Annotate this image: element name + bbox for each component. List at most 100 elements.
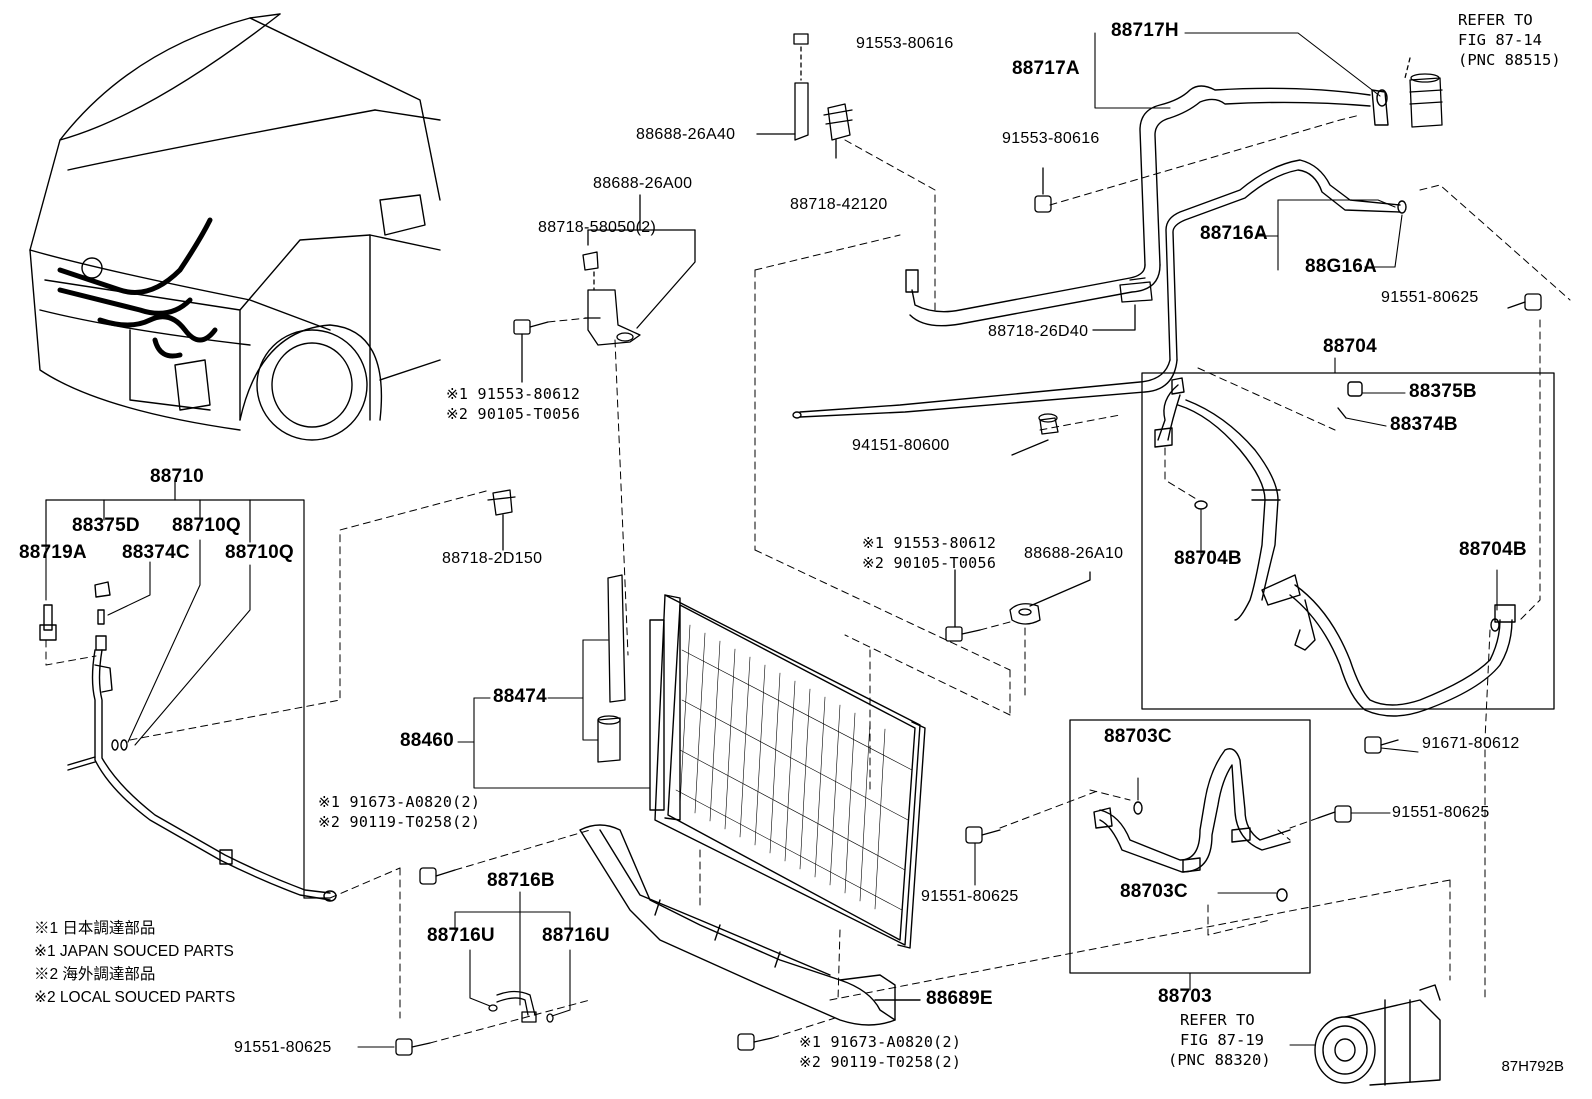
bracket-88688-26A10 — [945, 569, 1091, 642]
part-label-90119-T0258-a[interactable]: ※2 90119-T0258(2) — [318, 813, 481, 831]
refer-line[interactable]: FIG 87-19 — [1180, 1031, 1264, 1049]
part-label-88718-26D40[interactable]: 88718-26D40 — [988, 323, 1089, 340]
part-label-90119-T0258-b[interactable]: ※2 90119-T0258(2) — [799, 1053, 962, 1071]
sensor-88718-2D150 — [487, 489, 516, 551]
part-label-88460[interactable]: 88460 — [400, 730, 454, 751]
condenser-88460 — [649, 594, 926, 949]
part-label-88703C-a[interactable]: 88703C — [1104, 726, 1172, 747]
part-label-91553-80616[interactable]: 91553-80616 — [856, 35, 954, 52]
part-label-88719A[interactable]: 88719A — [19, 542, 87, 563]
part-label-88716B[interactable]: 88716B — [487, 870, 555, 891]
part-label-91673-A0820-a[interactable]: ※1 91673-A0820(2) — [318, 793, 481, 811]
pipe-88716B — [488, 990, 554, 1023]
part-label-88474[interactable]: 88474 — [493, 686, 547, 707]
part-label-88374C[interactable]: 88374C — [122, 542, 190, 563]
part-label-88717A[interactable]: 88717A — [1012, 58, 1080, 79]
part-label-88710Q-b[interactable]: 88710Q — [225, 542, 294, 563]
part-label-88718-58050[interactable]: 88718-58050(2) — [538, 219, 657, 236]
part-label-88688-26A10[interactable]: 88688-26A10 — [1024, 545, 1124, 562]
hose-88704 — [1154, 377, 1516, 717]
bracket-88688-26A00 — [582, 194, 696, 346]
leaders-88704 — [1200, 392, 1498, 611]
dashed-88717 — [1049, 114, 1361, 206]
part-label-88374B[interactable]: 88374B — [1390, 414, 1458, 435]
refer-line[interactable]: FIG 87-14 — [1458, 31, 1542, 49]
part-label-90105-T0056-a[interactable]: ※2 90105-T0056 — [446, 405, 581, 423]
part-label-88710Q-a[interactable]: 88710Q — [172, 515, 241, 536]
refer-line: (PNC 88515) — [1458, 51, 1561, 69]
part-label-91551-80625-b[interactable]: 91551-80625 — [1392, 804, 1490, 821]
dashed-88704 — [1164, 319, 1541, 1001]
condenser-fins — [675, 624, 913, 911]
part-label-88718-42120[interactable]: 88718-42120 — [790, 196, 888, 213]
part-label-88718-2D150[interactable]: 88718-2D150 — [442, 550, 543, 567]
bolt-91551-mid — [965, 789, 1101, 886]
leaders-88717 — [1094, 32, 1381, 109]
part-label-88703C-b[interactable]: 88703C — [1120, 881, 1188, 902]
bolt-91551-top-right — [1507, 293, 1542, 311]
dashed-88703 — [829, 789, 1451, 1001]
refer-line: REFER TO — [1180, 1011, 1255, 1029]
bolt-91673-left — [419, 829, 591, 885]
part-label-91551-80625-d[interactable]: 91551-80625 — [234, 1039, 332, 1056]
part-label-88717H[interactable]: 88717H — [1111, 20, 1179, 41]
refer-note-compressor: REFER TO FIG 87-19 (PNC 88320) — [1168, 1010, 1271, 1070]
part-label-91671-80612[interactable]: 91671-80612 — [1422, 735, 1520, 752]
dashed-88710 — [45, 489, 491, 1019]
part-label-91553-80616-b[interactable]: 91553-80616 — [1002, 130, 1100, 147]
bolt-91551-right — [1289, 805, 1391, 829]
bolt-91553-80616-mid — [1034, 167, 1052, 213]
compressor-ref — [1289, 984, 1441, 1086]
part-label-91553-80612-b[interactable]: ※1 91553-80612 — [862, 534, 997, 552]
group-88703 — [1069, 719, 1311, 991]
vehicle-illustration — [29, 13, 441, 441]
refer-line: (PNC 88320) — [1168, 1051, 1271, 1069]
sensor-88718-42120 — [823, 103, 853, 159]
bolt-91673-bottom — [737, 1017, 836, 1051]
bolt-91553-80612-top — [513, 319, 549, 383]
leaders-88460 — [457, 639, 651, 789]
pipe-88710 — [39, 581, 337, 902]
part-label-91673-A0820-b[interactable]: ※1 91673-A0820(2) — [799, 1033, 962, 1051]
dashed-condenser — [699, 649, 871, 1001]
support-88689E — [579, 824, 921, 1026]
bolt-91551-bottom-left — [357, 999, 591, 1056]
legend-line: ※1 日本調達部品 — [34, 920, 156, 937]
bracket-88688-26A40 — [756, 33, 809, 141]
receiver-ref — [1404, 57, 1443, 128]
part-label-88703[interactable]: 88703 — [1158, 986, 1212, 1007]
dashed-top-mid — [547, 139, 1011, 716]
legend-line: ※2 海外調達部品 — [34, 966, 156, 983]
nut-94151-80600 — [1011, 413, 1059, 456]
part-label-88375D[interactable]: 88375D — [72, 515, 140, 536]
leaders-88716A — [1257, 199, 1403, 271]
part-label-88716U-a[interactable]: 88716U — [427, 925, 495, 946]
part-label-88710[interactable]: 88710 — [150, 466, 204, 487]
part-label-88375B[interactable]: 88375B — [1409, 381, 1477, 402]
sensor-88718-26D40 — [1092, 277, 1153, 331]
refer-line: REFER TO — [1458, 11, 1533, 29]
desiccant-88474 — [597, 574, 626, 763]
part-label-91551-80625-c[interactable]: 91551-80625 — [921, 888, 1019, 905]
part-label-91553-80612-a[interactable]: ※1 91553-80612 — [446, 385, 581, 403]
hose-88717 — [905, 85, 1389, 327]
engine-bay-piping — [57, 217, 218, 359]
group-88704 — [1141, 357, 1555, 710]
part-label-94151-80600[interactable]: 94151-80600 — [852, 437, 950, 454]
part-label-88704[interactable]: 88704 — [1323, 336, 1377, 357]
part-label-88688-26A40[interactable]: 88688-26A40 — [636, 126, 736, 143]
part-label-88G16A[interactable]: 88G16A — [1305, 256, 1377, 277]
part-label-88716A[interactable]: 88716A — [1200, 223, 1268, 244]
part-label-88716U-b[interactable]: 88716U — [542, 925, 610, 946]
part-label-88688-26A00[interactable]: 88688-26A00 — [593, 175, 693, 192]
hose-88703 — [1093, 748, 1291, 902]
diagram-id: 87H792B — [1501, 1058, 1564, 1075]
part-label-88704B-a[interactable]: 88704B — [1174, 548, 1242, 569]
part-label-88704B-b[interactable]: 88704B — [1459, 539, 1527, 560]
part-label-91551-80625-a[interactable]: 91551-80625 — [1381, 289, 1479, 306]
legend: ※1 日本調達部品 ※1 JAPAN SOUCED PARTS ※2 海外調達部… — [34, 917, 235, 1009]
part-label-88689E[interactable]: 88689E — [926, 988, 993, 1009]
part-label-90105-T0056-b[interactable]: ※2 90105-T0056 — [862, 554, 997, 572]
